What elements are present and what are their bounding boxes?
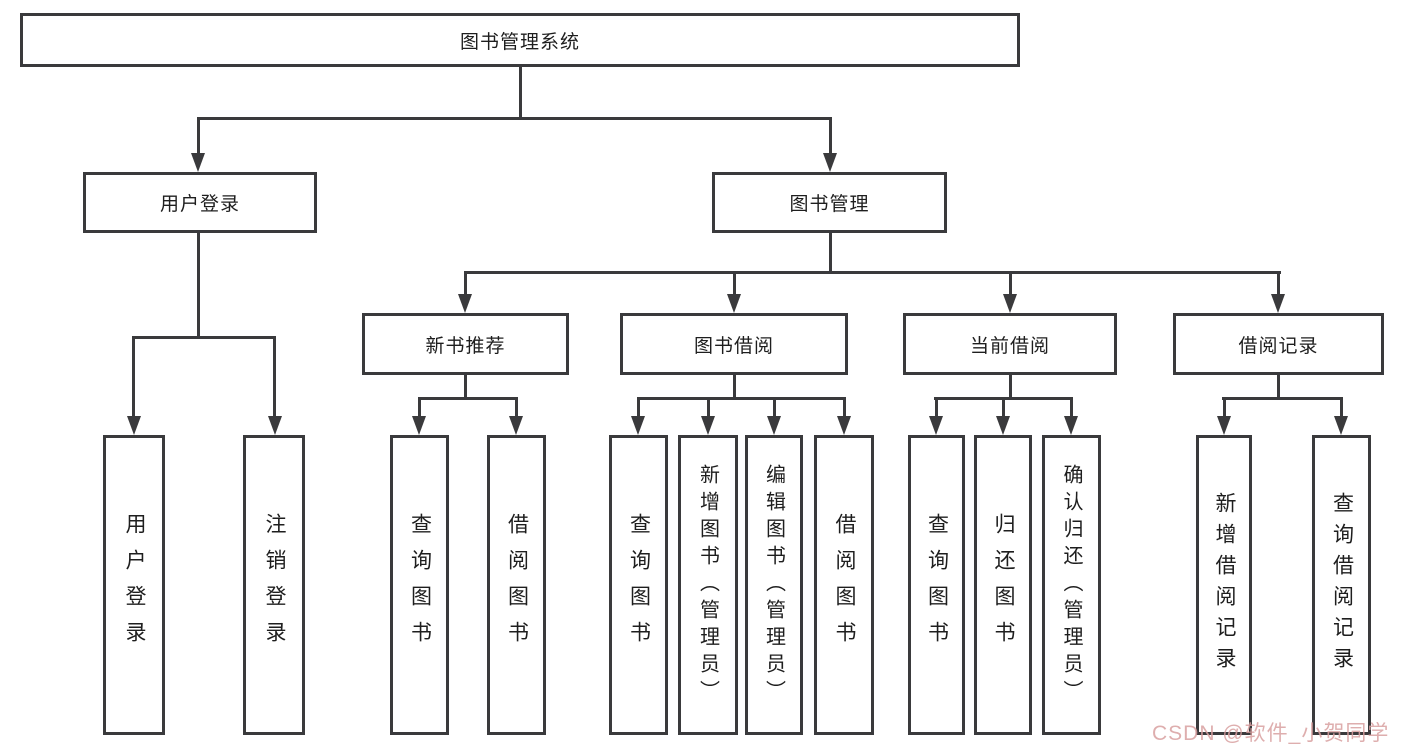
connector-line <box>1009 375 1012 399</box>
arrow-down-icon <box>1334 416 1348 435</box>
node-book-management: 图书管理 <box>712 172 947 233</box>
arrow-down-icon <box>412 416 426 435</box>
leaf-add-borrow-record: 新增借阅记录 <box>1196 435 1252 735</box>
connector-line <box>132 336 276 339</box>
connector-line <box>519 67 522 118</box>
connector-line <box>829 117 832 155</box>
leaf-query-book-2: 查询图书 <box>609 435 668 735</box>
node-label: 查询图书 <box>627 513 651 657</box>
node-new-book-recommend: 新书推荐 <box>362 313 569 375</box>
node-label: 新书推荐 <box>425 335 506 357</box>
node-label: 新增图书（管理员） <box>696 463 719 707</box>
connector-line <box>1223 397 1226 418</box>
arrow-down-icon <box>268 416 282 435</box>
connector-line <box>1222 397 1343 400</box>
arrow-down-icon <box>727 294 741 313</box>
node-label: 图书管理 <box>789 194 870 215</box>
connector-line <box>1009 271 1012 296</box>
arrow-down-icon <box>767 416 781 435</box>
arrow-down-icon <box>509 416 523 435</box>
connector-line <box>197 233 200 337</box>
leaf-confirm-return-admin: 确认归还（管理员） <box>1042 435 1101 735</box>
node-label: 用户登录 <box>123 513 146 657</box>
connector-line <box>829 233 832 274</box>
node-borrow-records: 借阅记录 <box>1173 313 1384 375</box>
arrow-down-icon <box>823 153 837 172</box>
node-user-login: 用户登录 <box>83 172 317 233</box>
arrow-down-icon <box>631 416 645 435</box>
connector-line <box>515 397 518 418</box>
node-label: 新增借阅记录 <box>1213 492 1236 678</box>
leaf-logout: 注销登录 <box>243 435 305 735</box>
leaf-query-borrow-record: 查询借阅记录 <box>1312 435 1371 735</box>
arrow-down-icon <box>1217 416 1231 435</box>
node-current-borrow: 当前借阅 <box>903 313 1117 375</box>
connector-line <box>733 271 736 296</box>
arrow-down-icon <box>1003 294 1017 313</box>
connector-line <box>773 397 776 418</box>
leaf-query-book-1: 查询图书 <box>390 435 449 735</box>
node-label: 查询图书 <box>925 513 949 657</box>
leaf-borrow-book-1: 借阅图书 <box>487 435 546 735</box>
arrow-down-icon <box>996 416 1010 435</box>
connector-line <box>464 271 1281 274</box>
leaf-borrow-book-2: 借阅图书 <box>814 435 874 735</box>
connector-line <box>132 336 135 418</box>
connector-line <box>637 397 846 400</box>
node-label: 查询借阅记录 <box>1330 492 1354 678</box>
node-label: 当前借阅 <box>969 335 1050 357</box>
connector-line <box>1340 397 1343 418</box>
node-label: 归还图书 <box>992 513 1015 657</box>
arrow-down-icon <box>1271 294 1285 313</box>
connector-line <box>1002 397 1005 418</box>
node-label: 借阅图书 <box>505 513 529 657</box>
node-label: 图书管理系统 <box>459 31 580 53</box>
connector-line <box>733 375 736 399</box>
leaf-add-book-admin: 新增图书（管理员） <box>678 435 738 735</box>
connector-line <box>637 397 640 418</box>
connector-line <box>464 271 467 296</box>
leaf-return-book: 归还图书 <box>974 435 1032 735</box>
connector-line <box>197 117 200 155</box>
node-label: 借阅图书 <box>833 513 856 657</box>
node-label: 确认归还（管理员） <box>1060 463 1082 707</box>
arrow-down-icon <box>127 416 141 435</box>
connector-line <box>935 397 938 418</box>
arrow-down-icon <box>701 416 715 435</box>
leaf-query-book-3: 查询图书 <box>908 435 965 735</box>
arrow-down-icon <box>1064 416 1078 435</box>
node-label: 注销登录 <box>263 513 286 657</box>
leaf-user-login: 用户登录 <box>103 435 165 735</box>
node-label: 用户登录 <box>159 194 240 215</box>
connector-line <box>1277 271 1280 296</box>
csdn-watermark: CSDN @软件_小贺同学 <box>1152 722 1390 745</box>
arrow-down-icon <box>191 153 205 172</box>
connector-line <box>1070 397 1073 418</box>
connector-line <box>418 397 518 400</box>
arrow-down-icon <box>837 416 851 435</box>
node-book-borrow: 图书借阅 <box>620 313 848 375</box>
node-label: 编辑图书（管理员） <box>762 463 785 707</box>
node-label: 借阅记录 <box>1238 335 1319 357</box>
node-label: 图书借阅 <box>693 335 774 357</box>
connector-line <box>273 336 276 418</box>
leaf-edit-book-admin: 编辑图书（管理员） <box>745 435 803 735</box>
node-root-library-system: 图书管理系统 <box>20 13 1020 67</box>
node-label: 查询图书 <box>408 513 432 657</box>
connector-line <box>843 397 846 418</box>
connector-line <box>707 397 710 418</box>
connector-line <box>418 397 421 418</box>
connector-line <box>1277 375 1280 399</box>
connector-line <box>464 375 467 399</box>
arrow-down-icon <box>929 416 943 435</box>
connector-line <box>197 117 832 120</box>
arrow-down-icon <box>458 294 472 313</box>
